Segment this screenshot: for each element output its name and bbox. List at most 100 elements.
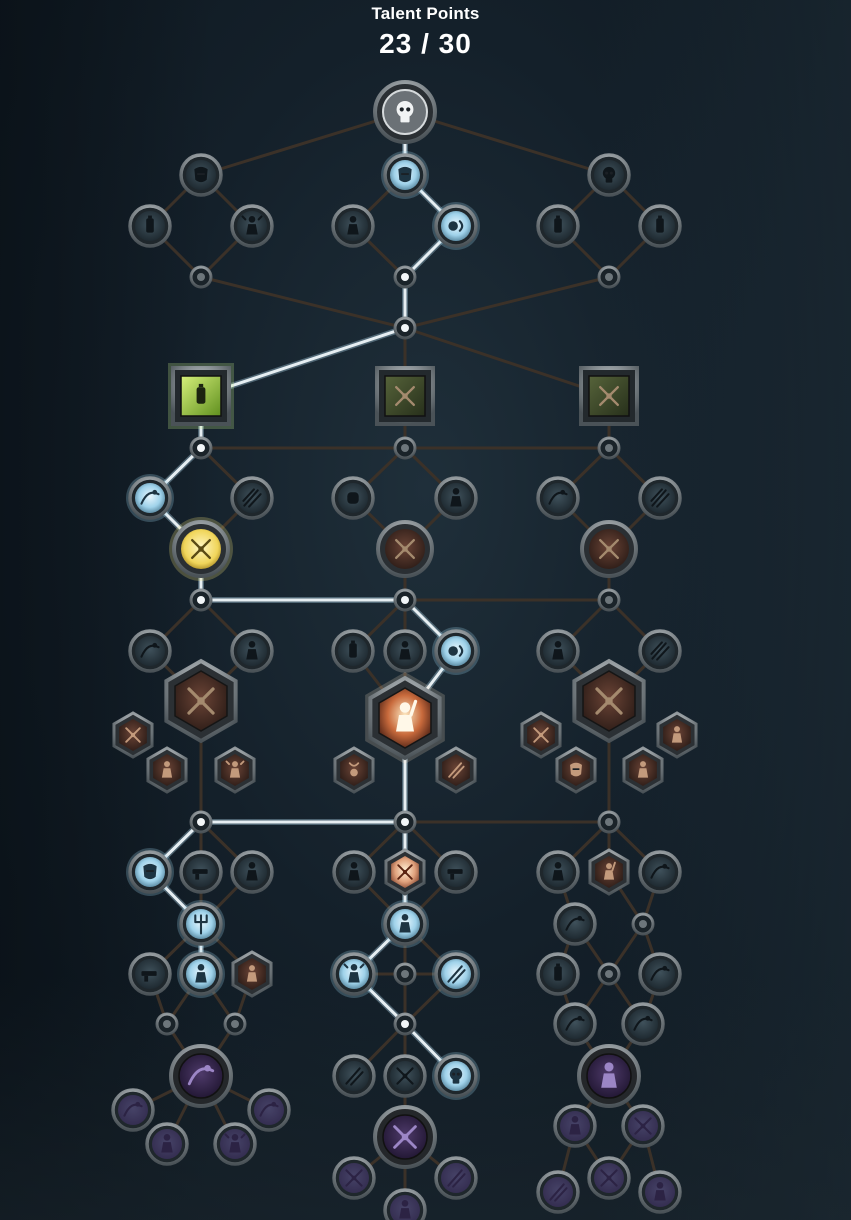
- figure-talent-node[interactable]: [638, 1170, 682, 1214]
- crossed-swords-talent-node[interactable]: [621, 1104, 665, 1148]
- amulet-icon: [348, 762, 360, 777]
- talent-junction: [597, 436, 621, 460]
- helmet-talent-node[interactable]: [179, 153, 223, 197]
- hand-talent-node[interactable]: [383, 629, 427, 673]
- runner-talent-node[interactable]: [553, 902, 597, 946]
- blade-icon: [447, 965, 466, 984]
- lunge-talent-node[interactable]: [638, 952, 682, 996]
- runner-icon: [565, 915, 585, 931]
- claws-talent-node[interactable]: [230, 476, 274, 520]
- blade-talent-node[interactable]: [536, 1170, 580, 1214]
- figure-talent-node[interactable]: [145, 1122, 189, 1166]
- lunge-talent-node[interactable]: [638, 850, 682, 894]
- lunge-talent-node[interactable]: [536, 476, 580, 520]
- figure-talent-node[interactable]: [230, 629, 274, 673]
- crossed-blades-talent-node[interactable]: [112, 711, 154, 759]
- figure-talent-node[interactable]: [553, 1104, 597, 1148]
- hand-icon: [552, 641, 564, 660]
- charge-talent-node[interactable]: [169, 1044, 233, 1108]
- huddle-talent-node[interactable]: [434, 476, 478, 520]
- mask-icon: [570, 762, 582, 777]
- canister-talent-node[interactable]: [536, 204, 580, 248]
- figure-talent-node[interactable]: [231, 950, 273, 998]
- swoosh-talent-node[interactable]: [128, 629, 172, 673]
- grenade-shield-talent-node[interactable]: [381, 151, 429, 199]
- talent-junction: [631, 912, 655, 936]
- runner-talent-node[interactable]: [553, 1002, 597, 1046]
- shield-wave-talent-node[interactable]: [126, 848, 174, 896]
- blade-talent-node[interactable]: [432, 950, 480, 998]
- shout-talent-node[interactable]: [432, 202, 480, 250]
- crossed-blades-talent-node[interactable]: [164, 658, 238, 744]
- burst-figure-talent-node[interactable]: [330, 950, 378, 998]
- figure-talent-node[interactable]: [622, 746, 664, 794]
- figure-icon: [671, 726, 683, 743]
- crossed-swords-talent-node[interactable]: [332, 1156, 376, 1200]
- lunge-icon: [548, 489, 568, 505]
- skull-wreath-talent-node[interactable]: [373, 80, 437, 144]
- raised-fist-talent-node[interactable]: [365, 672, 445, 764]
- crossed-swords-talent-node[interactable]: [383, 1054, 427, 1098]
- huddle-talent-node[interactable]: [177, 950, 225, 998]
- figure-talent-node[interactable]: [146, 746, 188, 794]
- talent-junction: [597, 962, 621, 986]
- raised-fist-talent-node[interactable]: [588, 848, 630, 896]
- crossed-blades-talent-node[interactable]: [375, 366, 435, 426]
- figure-talent-node[interactable]: [656, 711, 698, 759]
- huddle-talent-node[interactable]: [536, 850, 580, 894]
- amulet-talent-node[interactable]: [333, 746, 375, 794]
- slash-talent-node[interactable]: [435, 746, 477, 794]
- blade-talent-node[interactable]: [332, 1054, 376, 1098]
- canister-talent-node[interactable]: [128, 204, 172, 248]
- lunge-icon: [650, 863, 670, 879]
- burst-figure-talent-node[interactable]: [230, 204, 274, 248]
- crossed-swords-talent-node[interactable]: [587, 1156, 631, 1200]
- claws-talent-node[interactable]: [638, 476, 682, 520]
- charge-talent-node[interactable]: [126, 474, 174, 522]
- shout-talent-node[interactable]: [432, 627, 480, 675]
- crossed-blades-talent-node[interactable]: [580, 520, 638, 578]
- shot-talent-node[interactable]: [434, 850, 478, 894]
- keystone-branch-tint: [441, 1163, 471, 1193]
- skull-burst-talent-node[interactable]: [432, 1052, 480, 1100]
- trident-talent-node[interactable]: [177, 900, 225, 948]
- lunge-talent-node[interactable]: [621, 1002, 665, 1046]
- talent-junction: [597, 810, 621, 834]
- figure-talent-node[interactable]: [381, 900, 429, 948]
- figure-talent-node[interactable]: [230, 850, 274, 894]
- coherency-blades-talent-node[interactable]: [169, 517, 233, 581]
- crossed-blades-talent-node[interactable]: [376, 520, 434, 578]
- stimm-aura-talent-node[interactable]: [168, 363, 234, 429]
- skull-wreath-icon: [396, 100, 414, 123]
- lunge-icon: [633, 1015, 653, 1031]
- figure-talent-node[interactable]: [331, 204, 375, 248]
- gun-talent-node[interactable]: [128, 952, 172, 996]
- talent-points-count: 23 / 30: [379, 28, 472, 59]
- burst-figure-talent-node[interactable]: [213, 1122, 257, 1166]
- figure-talent-node[interactable]: [577, 1044, 641, 1108]
- charge-talent-node[interactable]: [247, 1088, 291, 1132]
- ammo-talent-node[interactable]: [331, 629, 375, 673]
- huddle-icon: [399, 1200, 411, 1219]
- skull-talent-node[interactable]: [587, 153, 631, 197]
- figure-talent-node[interactable]: [332, 850, 376, 894]
- grip-talent-node[interactable]: [331, 476, 375, 520]
- crossed-blades-talent-node[interactable]: [572, 658, 646, 744]
- burst-figure-icon: [225, 760, 245, 778]
- burst-figure-talent-node[interactable]: [214, 746, 256, 794]
- crossed-blades-talent-node[interactable]: [579, 366, 639, 426]
- huddle-talent-node[interactable]: [383, 1188, 427, 1220]
- hand-talent-node[interactable]: [536, 629, 580, 673]
- ammo-icon: [554, 963, 562, 981]
- crossed-swords-talent-node[interactable]: [373, 1105, 437, 1169]
- keystone-branch-tint: [560, 1111, 590, 1141]
- canister-talent-node[interactable]: [638, 204, 682, 248]
- ammo-talent-node[interactable]: [536, 952, 580, 996]
- gun-talent-node[interactable]: [179, 850, 223, 894]
- blade-talent-node[interactable]: [434, 1156, 478, 1200]
- mask-talent-node[interactable]: [555, 746, 597, 794]
- crossed-blades-talent-node[interactable]: [384, 848, 426, 896]
- charge-talent-node[interactable]: [111, 1088, 155, 1132]
- claws-talent-node[interactable]: [638, 629, 682, 673]
- crossed-blades-talent-node[interactable]: [520, 711, 562, 759]
